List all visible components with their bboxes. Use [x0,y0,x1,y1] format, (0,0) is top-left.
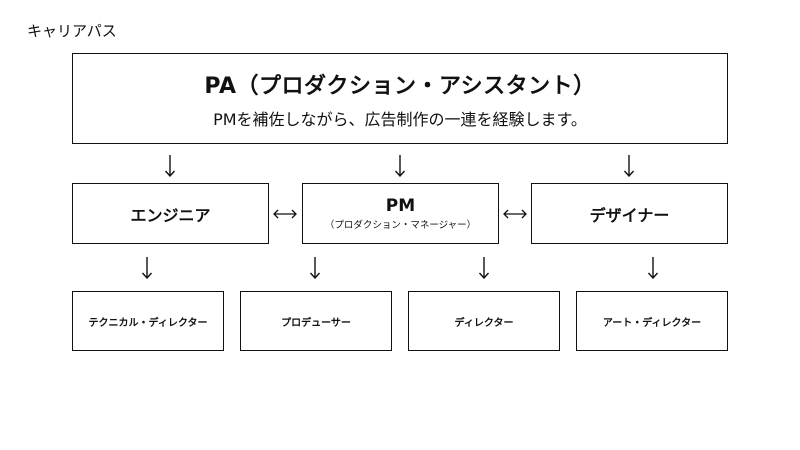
down-arrow-to-director [478,257,490,279]
pa-title: PA（プロダクション・アシスタント） [204,73,596,99]
down-arrow-to-art-director [647,257,659,279]
double-arrow-engineer-pm [273,208,297,220]
page-title: キャリアパス [27,22,117,40]
director-box: ディレクター [408,291,560,351]
pm-box: PM （プロダクション・マネージャー） [302,183,499,244]
pa-box: PA（プロダクション・アシスタント） PMを補佐しながら、広告制作の一連を経験し… [72,53,728,144]
art-director-label: アート・ディレクター [602,317,702,329]
producer-label: プロデューサー [281,317,351,329]
down-arrow-to-producer [309,257,321,279]
pm-subtitle: （プロダクション・マネージャー） [324,219,477,231]
technical-director-label: テクニカル・ディレクター [88,317,208,329]
producer-box: プロデューサー [240,291,392,351]
engineer-label: エンジニア [130,205,211,225]
art-director-box: アート・ディレクター [576,291,728,351]
down-arrow-pa-to-engineer [164,155,176,177]
down-arrow-to-technical-director [141,257,153,279]
designer-label: デザイナー [589,205,670,225]
pm-title: PM [385,195,416,216]
down-arrow-pa-to-designer [623,155,635,177]
director-label: ディレクター [454,317,514,329]
engineer-box: エンジニア [72,183,269,244]
designer-box: デザイナー [531,183,728,244]
double-arrow-pm-designer [503,208,527,220]
technical-director-box: テクニカル・ディレクター [72,291,224,351]
pa-description: PMを補佐しながら、広告制作の一連を経験します。 [213,109,587,129]
down-arrow-pa-to-pm [394,155,406,177]
